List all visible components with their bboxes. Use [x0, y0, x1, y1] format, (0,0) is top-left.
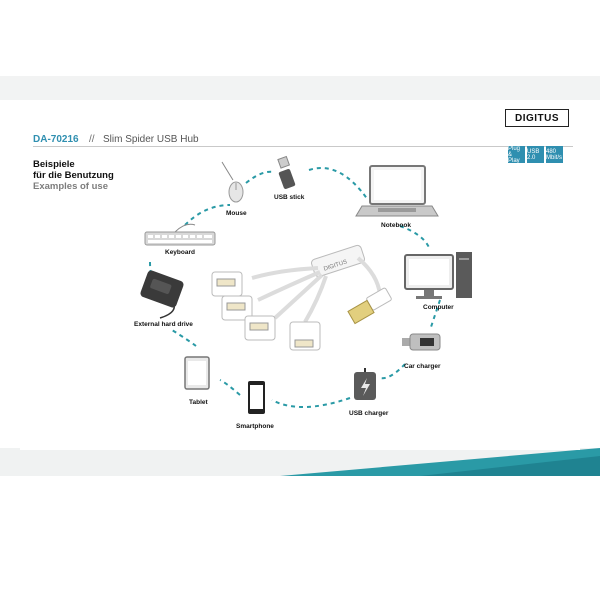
label-tablet: Tablet	[189, 399, 208, 406]
heading-german: Beispiele für die Benutzung	[33, 159, 133, 181]
label-usb-stick: USB stick	[274, 194, 305, 201]
label-usb-charger: USB charger	[349, 410, 389, 417]
feature-badges: Plug & Play USB 2.0 480 Mbit/s	[508, 146, 563, 164]
label-keyboard: Keyboard	[165, 249, 195, 256]
top-band	[0, 76, 600, 100]
bottom-band	[0, 448, 600, 476]
computer-icon	[404, 252, 472, 299]
label-mouse: Mouse	[226, 210, 247, 217]
usb-stick-icon	[277, 155, 296, 189]
mouse-icon	[221, 161, 244, 203]
label-notebook: Notebook	[381, 222, 411, 229]
external-hard-drive-icon	[140, 270, 184, 319]
product-name: Slim Spider USB Hub	[103, 134, 199, 145]
speed-badge: 480 Mbit/s	[546, 146, 563, 163]
car-charger-icon	[402, 333, 441, 351]
label-car-charger: Car charger	[404, 363, 441, 370]
heading-german-line2: für die Benutzung	[33, 170, 114, 181]
teal-swoosh	[280, 448, 600, 476]
label-external-hard-drive: External hard drive	[134, 321, 193, 328]
heading-german-line1: Beispiele	[33, 159, 75, 170]
model-number: DA-70216	[33, 134, 79, 145]
usb-charger-icon	[354, 368, 376, 400]
usb-hub-icon: DIGITUS	[211, 244, 392, 351]
smartphone-icon	[248, 381, 265, 414]
heading-english: Examples of use	[33, 181, 108, 192]
usb-2-badge: USB 2.0	[527, 146, 544, 163]
digitus-logo: DIGITUS	[505, 109, 569, 127]
label-smartphone: Smartphone	[236, 423, 274, 430]
connector-arcs	[149, 167, 441, 408]
header-divider	[33, 146, 573, 147]
keyboard-icon	[144, 223, 216, 246]
plug-and-play-badge: Plug & Play	[508, 146, 525, 164]
main-panel	[20, 100, 580, 450]
title-separator: //	[89, 134, 95, 145]
notebook-icon	[355, 165, 439, 217]
label-computer: Computer	[423, 304, 454, 311]
tablet-icon	[184, 356, 210, 390]
